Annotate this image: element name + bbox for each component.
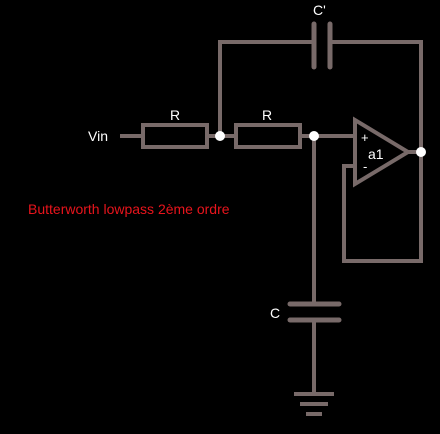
opamp-plus-sign: + — [361, 130, 369, 145]
label-c-feedback: C' — [313, 2, 326, 18]
circuit-caption: Butterworth lowpass 2ème ordre — [28, 201, 230, 217]
label-opamp: a1 — [368, 146, 384, 162]
node-junction-1 — [215, 131, 225, 141]
resistor-r1 — [141, 123, 209, 149]
label-c-ground: C — [270, 305, 280, 321]
opamp-minus-sign: - — [363, 159, 367, 174]
label-vin: Vin — [88, 128, 108, 144]
label-r1: R — [170, 107, 180, 123]
resistor-r2 — [234, 123, 302, 149]
node-junction-2 — [309, 131, 319, 141]
node-output — [416, 147, 426, 157]
opamp-a1 — [353, 116, 412, 188]
label-r2: R — [262, 107, 272, 123]
